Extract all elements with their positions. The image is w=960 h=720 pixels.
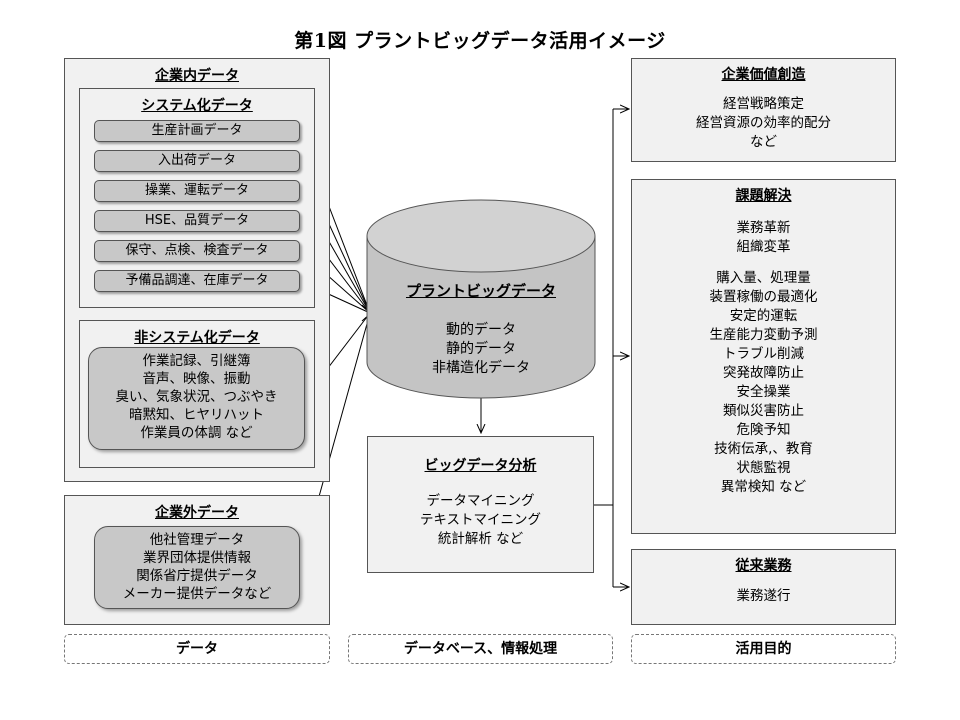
problem-solving-item: 状態監視 (736, 460, 791, 476)
analysis-item: 統計解析 など (437, 531, 524, 547)
value-creation-item: など (750, 134, 777, 150)
problem-solving-item: 安定的運転 (729, 308, 798, 324)
database-item: 静的データ (446, 341, 516, 357)
analysis-item: テキストマイニング (419, 512, 542, 528)
conventional-item: 業務遂行 (736, 588, 791, 604)
problem-solving-item: 生産能力変動予測 (709, 327, 818, 343)
conventional-panel: 従来業務 業務遂行 (631, 549, 896, 625)
nonsystem-data-box: 作業記録、引継簿 音声、映像、振動 臭い、気象状況、つぶやき 暗黙知、ヒヤリハッ… (88, 347, 305, 450)
database-cylinder-icon (366, 199, 596, 399)
problem-solving-item: 装置稼働の最適化 (709, 289, 818, 305)
data-item: 保守、点検、検査データ (94, 240, 300, 262)
nonsystem-item: 臭い、気象状況、つぶやき (115, 389, 278, 405)
analysis-heading: ビッグデータ分析 (424, 458, 537, 474)
value-creation-heading: 企業価値創造 (721, 67, 806, 83)
problem-solving-item: 業務革新 (736, 220, 791, 236)
nonsystem-item: 暗黙知、ヒヤリハット (129, 407, 264, 423)
data-item: 予備品調達、在庫データ (94, 270, 300, 292)
external-item: 他社管理データ (149, 532, 245, 548)
problem-solving-item: トラブル削減 (723, 346, 804, 362)
external-item: 関係省庁提供データ (136, 568, 258, 584)
value-creation-item: 経営資源の効率的配分 (696, 115, 831, 131)
footer-database: データベース、情報処理 (348, 634, 613, 664)
diagram-title: 第1図 プラントビッグデータ活用イメージ (294, 30, 666, 52)
problem-solving-item: 危険予知 (736, 422, 791, 438)
nonsystem-item: 音声、映像、振動 (142, 371, 251, 387)
database-heading: プラントビッグデータ (405, 282, 556, 300)
problem-solving-panel: 課題解決 業務革新 組織変革 購入量、処理量 装置稼働の最適化 安定的運転 生産… (631, 179, 896, 534)
external-item: メーカー提供データなど (122, 586, 272, 602)
conventional-heading: 従来業務 (735, 558, 792, 574)
external-item: 業界団体提供情報 (143, 550, 251, 566)
value-creation-item: 経営戦略策定 (723, 96, 804, 112)
problem-solving-item: 突発故障防止 (723, 365, 804, 381)
nonsystem-item: 作業記録、引継簿 (142, 353, 251, 369)
data-item: 操業、運転データ (94, 180, 300, 202)
value-creation-panel: 企業価値創造 経営戦略策定 経営資源の効率的配分 など (631, 58, 896, 162)
footer-data: データ (64, 634, 330, 664)
database-item: 動的データ (446, 322, 516, 338)
external-data-box: 他社管理データ 業界団体提供情報 関係省庁提供データ メーカー提供データなど (94, 526, 300, 609)
problem-solving-item: 類似災害防止 (723, 403, 804, 419)
data-item: 生産計画データ (94, 120, 300, 142)
footer-purpose: 活用目的 (631, 634, 896, 664)
database-label: プラントビッグデータ 動的データ 静的データ 非構造化データ (367, 280, 595, 378)
problem-solving-item: 安全操業 (736, 384, 791, 400)
external-data-heading: 企業外データ (155, 505, 239, 521)
internal-data-heading: 企業内データ (155, 68, 239, 84)
analysis-item: データマイニング (426, 493, 535, 509)
problem-solving-heading: 課題解決 (735, 188, 792, 204)
data-item: 入出荷データ (94, 150, 300, 172)
problem-solving-item: 異常検知 など (720, 479, 807, 495)
system-data-heading: システム化データ (141, 98, 253, 114)
problem-solving-item: 購入量、処理量 (716, 270, 811, 286)
database-item: 非構造化データ (432, 360, 530, 376)
data-item: HSE、品質データ (94, 210, 300, 232)
problem-solving-item: 組織変革 (736, 239, 791, 255)
nonsystem-data-heading: 非システム化データ (134, 330, 260, 346)
nonsystem-item: 作業員の体調 など (140, 425, 253, 441)
problem-solving-item: 技術伝承,、教育 (714, 441, 813, 457)
analysis-box: ビッグデータ分析 データマイニング テキストマイニング 統計解析 など (367, 436, 594, 573)
